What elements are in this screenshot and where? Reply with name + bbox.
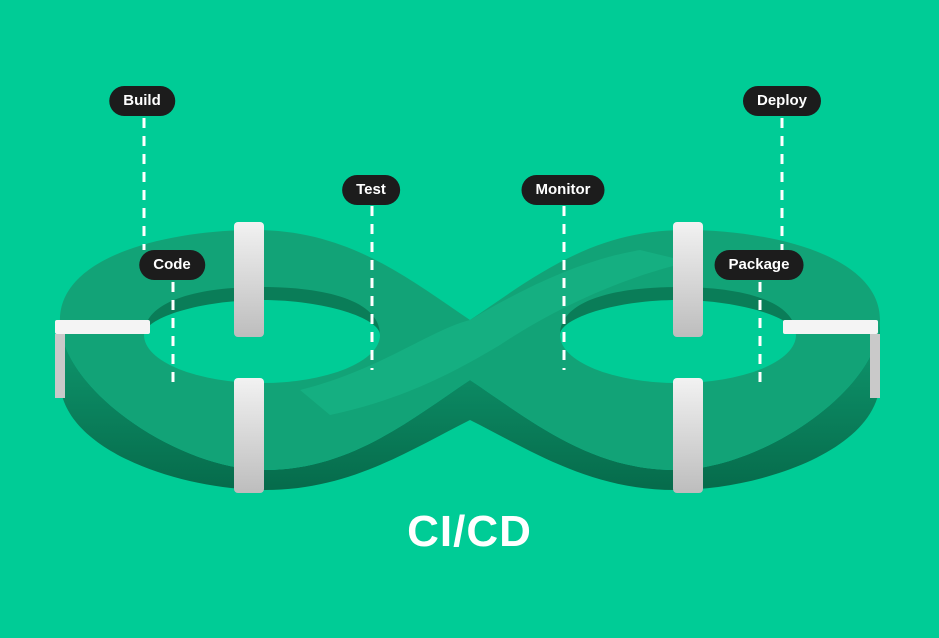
stage-label-build: Build xyxy=(109,86,175,116)
diagram-title: CI/CD xyxy=(0,507,939,557)
stage-label-code: Code xyxy=(139,250,205,280)
stage-label-test: Test xyxy=(342,175,400,205)
stage-label-package: Package xyxy=(715,250,804,280)
stage-label-deploy: Deploy xyxy=(743,86,821,116)
stage-label-monitor: Monitor xyxy=(522,175,605,205)
